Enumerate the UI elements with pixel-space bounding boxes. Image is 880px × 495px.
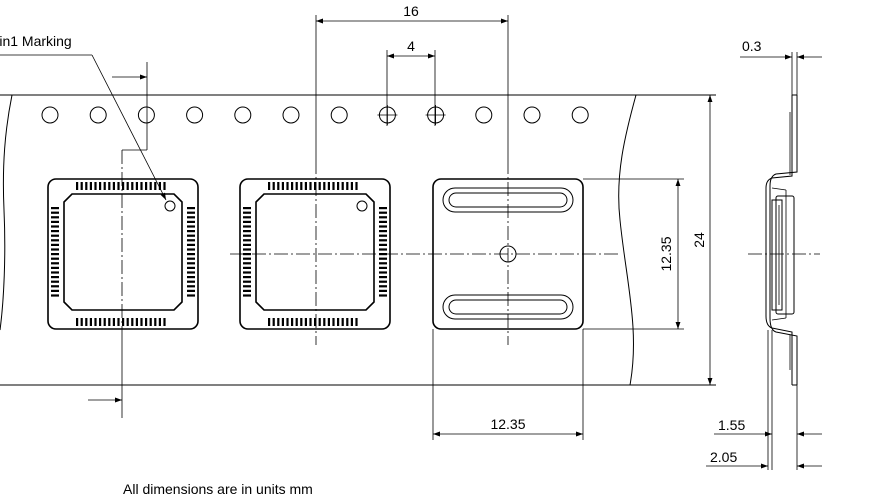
dim-label-pocket-height: 12.35 (658, 236, 674, 271)
sprocket-hole-icon (186, 106, 204, 124)
dim-label-tape-width: 24 (691, 232, 707, 248)
dim-pocket-width: 12.35 (432, 329, 584, 440)
sprocket-hole-icon (137, 106, 155, 124)
ic-pins (243, 182, 387, 326)
dim-tape-thickness: 0.3 (740, 38, 822, 95)
dim-label-sprocket-pitch: 4 (407, 38, 415, 54)
pin1-marker-icon (356, 200, 368, 212)
pin1-marker-icon (164, 200, 176, 212)
sprocket-holes (41, 105, 589, 125)
pocket-1 (47, 178, 199, 330)
sprocket-hole-icon (89, 106, 107, 124)
dim-sprocket-pitch: 4 (386, 38, 436, 126)
dim-pocket-height: 12.35 (583, 178, 684, 330)
dim-label-depth-a: 1.55 (718, 417, 745, 433)
dim-label-depth-b: 2.05 (710, 449, 737, 465)
dim-label-tape-thickness: 0.3 (742, 38, 762, 54)
sprocket-hole-icon (425, 105, 446, 125)
sprocket-hole-icon (523, 106, 541, 124)
dim-pitch: 16 (315, 3, 509, 160)
dim-tape-width: 24 (691, 95, 713, 385)
dim-label-pocket-width: 12.35 (490, 416, 525, 432)
sprocket-hole-icon (330, 106, 348, 124)
side-section-view (765, 94, 798, 386)
dim-depth-a: 1.55 (714, 330, 822, 470)
sprocket-hole-icon (41, 106, 59, 124)
centre-lines (230, 160, 820, 345)
ic-pins (51, 182, 195, 326)
sprocket-hole-icon (475, 106, 493, 124)
carrier-tape (0, 94, 716, 386)
units-note: All dimensions are in units mm (123, 481, 313, 495)
pin1-leader: Pin1 Marking (0, 33, 167, 201)
feed-direction (88, 62, 148, 418)
dim-label-pitch: 16 (403, 3, 419, 19)
sprocket-hole-icon (234, 106, 252, 124)
dim-depth-b: 2.05 (706, 330, 822, 470)
sprocket-hole-icon (571, 106, 589, 124)
pin1-marking-label: Pin1 Marking (0, 33, 72, 49)
sprocket-hole-icon (282, 106, 300, 124)
